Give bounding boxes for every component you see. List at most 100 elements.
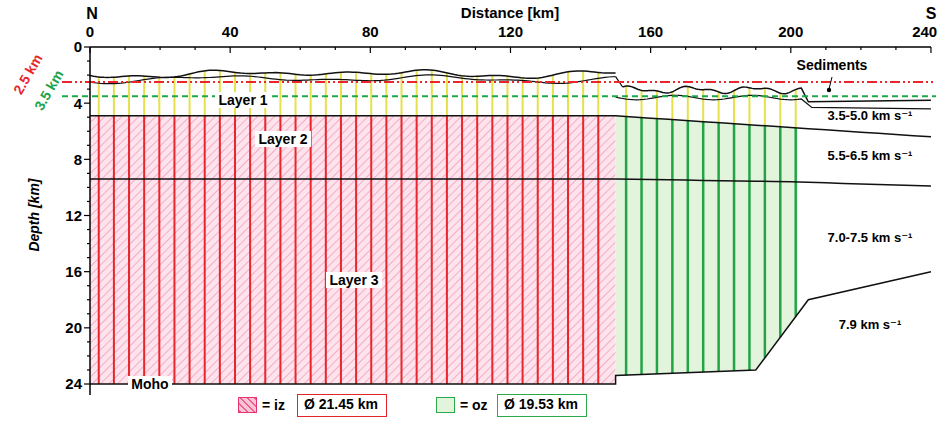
yellow-line: [625, 86, 627, 116]
red-line: [491, 116, 493, 384]
sediment-top: [623, 86, 931, 102]
moho-line: [90, 272, 931, 384]
yellow-line: [340, 72, 342, 116]
value-text: Ø 19.53 km: [504, 396, 580, 412]
yellow-line: [446, 73, 448, 116]
x-tick-label: 200: [778, 23, 803, 40]
yellow-line: [189, 74, 191, 116]
red-line: [446, 116, 448, 384]
compass-label: N: [86, 5, 98, 23]
axis-title: Depth [km]: [26, 178, 42, 251]
red-line: [537, 116, 539, 384]
yellow-line: [431, 70, 433, 116]
yellow-line: [567, 72, 569, 116]
x-tick-label: 160: [638, 23, 663, 40]
red-line: [370, 116, 372, 384]
y-tick-label: 20: [65, 319, 82, 336]
yellow-line: [370, 74, 372, 116]
sediment-bottom: [616, 95, 931, 108]
red-line: [113, 116, 115, 384]
leader-line: [829, 77, 832, 89]
axes: [84, 47, 931, 395]
velocity-label: 5.5-6.5 km s⁻¹: [828, 149, 913, 164]
layer-label: Layer 3: [326, 272, 381, 288]
legend-text: = iz: [262, 397, 285, 413]
leader-dot: [827, 88, 831, 92]
layer-label: Layer 1: [215, 92, 270, 108]
yellow-line: [582, 71, 584, 116]
x-tick-label: 120: [498, 23, 523, 40]
yellow-line: [416, 70, 418, 116]
oz-region: [616, 116, 798, 376]
green-line: [779, 127, 782, 337]
red-line: [340, 116, 342, 384]
red-line: [552, 116, 554, 384]
yellow-line: [641, 90, 643, 117]
value-box: Ø 19.53 km: [497, 394, 587, 417]
green-line: [733, 124, 736, 371]
red-line: [264, 116, 266, 384]
ref-line-2-5: [62, 81, 936, 83]
red-line: [295, 116, 297, 384]
green-line: [656, 119, 659, 374]
ref-line-3-5: [62, 95, 936, 97]
callout-label: Sediments: [797, 57, 868, 73]
red-line: [522, 116, 524, 384]
section-drawing: [62, 70, 936, 384]
red-line: [310, 116, 312, 384]
x-tick-label: 40: [222, 23, 239, 40]
green-line: [748, 125, 751, 370]
red-line: [158, 116, 160, 384]
red-line: [431, 116, 433, 384]
y-tick-label: 16: [65, 263, 82, 280]
layer-label: Layer 2: [255, 131, 310, 147]
red-line: [401, 116, 403, 384]
legend-text: = oz: [460, 397, 488, 413]
green-line: [764, 126, 767, 358]
legend-swatch: [436, 397, 455, 413]
red-line: [506, 116, 508, 384]
red-line: [325, 116, 327, 384]
compass-label: S: [926, 5, 937, 23]
red-line: [173, 116, 175, 384]
layer1-2-boundary: [90, 116, 931, 137]
velocity-label: 3.5-5.0 km s⁻¹: [828, 109, 913, 124]
yellow-line: [702, 90, 704, 122]
yellow-line: [779, 93, 781, 127]
red-line: [461, 116, 463, 384]
value-text: Ø 21.45 km: [304, 396, 380, 412]
red-line: [234, 116, 236, 384]
yellow-line: [656, 91, 658, 119]
red-line: [582, 116, 584, 384]
red-line: [219, 116, 221, 384]
red-line: [204, 116, 206, 384]
y-tick-label: 24: [65, 375, 82, 392]
red-line: [385, 116, 387, 384]
green-line: [717, 123, 720, 372]
y-tick-label: 4: [74, 95, 82, 112]
red-line: [189, 116, 191, 384]
yellow-line: [748, 88, 750, 125]
red-line: [476, 116, 478, 384]
green-line: [640, 118, 643, 375]
red-line: [143, 116, 145, 384]
iz-region: [90, 116, 616, 384]
x-tick-label: 80: [362, 23, 379, 40]
x-tick-label: 240: [912, 23, 937, 40]
yellow-line: [764, 88, 766, 125]
velocity-label: 7.9 km s⁻¹: [839, 318, 902, 333]
yellow-line: [355, 72, 357, 115]
red-line: [249, 116, 251, 384]
red-line: [355, 116, 357, 384]
yellow-line: [325, 74, 327, 116]
yellow-line: [401, 73, 403, 116]
green-line: [687, 121, 690, 373]
red-line: [597, 116, 599, 384]
y-tick-label: 12: [65, 207, 82, 224]
green-line: [671, 120, 674, 374]
red-line: [279, 116, 281, 384]
red-line: [567, 116, 569, 384]
red-line: [416, 116, 418, 384]
green-line: [794, 128, 797, 317]
y-tick-label: 0: [74, 38, 82, 55]
